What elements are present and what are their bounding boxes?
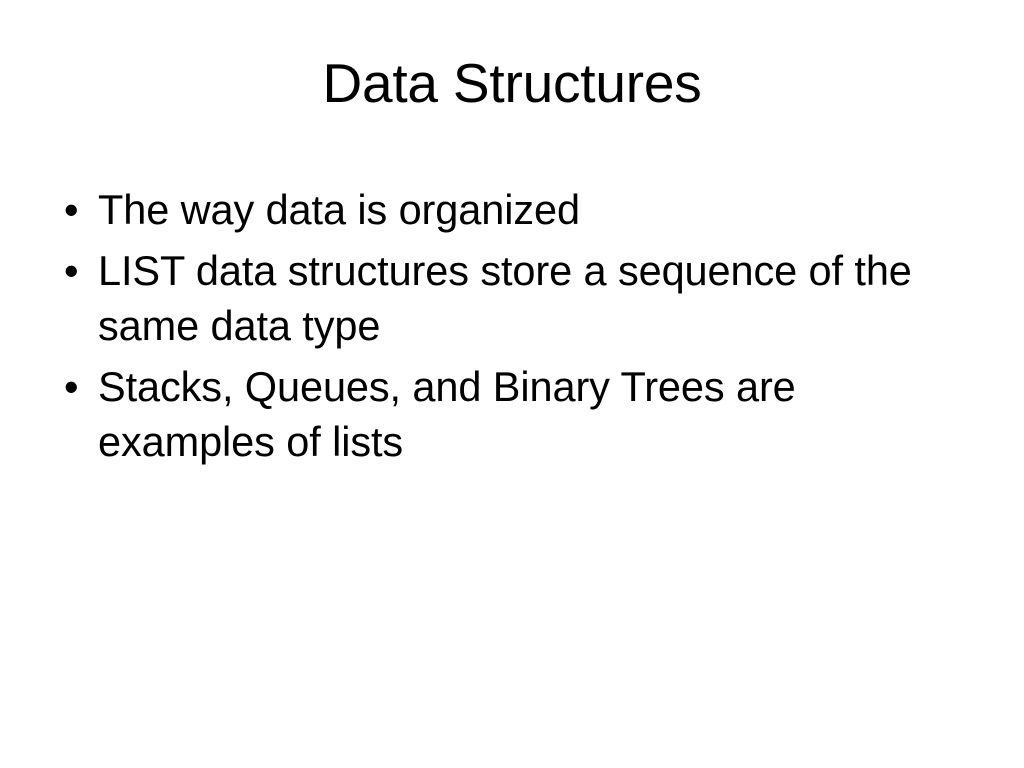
list-item-label: LIST data structures store a sequence of… bbox=[98, 247, 912, 349]
bullet-point-icon: • bbox=[64, 363, 79, 410]
list-item: • The way data is organized bbox=[60, 182, 976, 237]
list-item-label: Stacks, Queues, and Binary Trees are exa… bbox=[98, 363, 796, 465]
list-item: • Stacks, Queues, and Binary Trees are e… bbox=[60, 359, 976, 469]
bullet-point-icon: • bbox=[64, 247, 79, 294]
page-title: Data Structures bbox=[322, 52, 702, 114]
list-item: • LIST data structures store a sequence … bbox=[60, 243, 976, 353]
slide-body: • The way data is organized • LIST data … bbox=[60, 182, 976, 469]
bullet-point-icon: • bbox=[64, 186, 79, 233]
list-item-label: The way data is organized bbox=[98, 186, 580, 233]
bullet-list: • The way data is organized • LIST data … bbox=[60, 182, 976, 469]
